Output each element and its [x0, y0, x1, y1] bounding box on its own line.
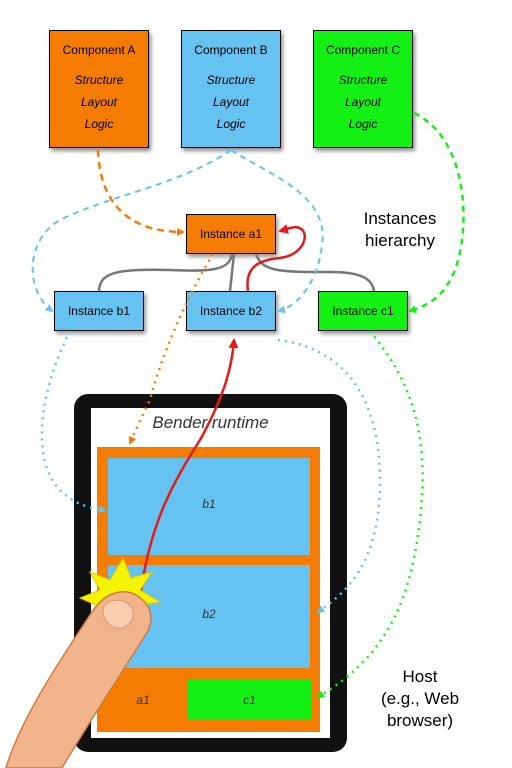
instance-a1: Instance a1 [186, 214, 276, 254]
runtime-b1-label: b1 [202, 497, 216, 511]
component-c-title: Component C [325, 43, 401, 57]
host-label-line1: Host [402, 667, 438, 686]
arrow-c1-to-runtime [316, 330, 424, 699]
component-a-title: Component A [62, 43, 136, 57]
component-c: Component C Structure Layout Logic [313, 30, 413, 148]
arrow-component-b-to-b1 [31, 149, 232, 313]
arrow-b2-to-a1 [246, 224, 306, 292]
host-label-line3: browser) [386, 711, 454, 731]
runtime-c1-region [188, 680, 311, 720]
runtime-a1-label: a1 [136, 693, 150, 707]
component-b: Component B Structure Layout Logic [181, 30, 281, 148]
component-a-layout: Layout [80, 95, 118, 109]
tree-line-a1-b1 [97, 253, 234, 292]
component-c-logic: Logic [348, 117, 378, 131]
runtime-c1-label: c1 [243, 693, 256, 707]
arrow-component-b-to-b2 [230, 149, 324, 314]
instances-hierarchy-label: Instances hierarchy [345, 208, 455, 252]
runtime-b1-region [108, 458, 310, 555]
component-a-structure: Structure [74, 73, 124, 87]
tree-line-a1-c1 [254, 253, 376, 292]
component-b-logic: Logic [216, 117, 246, 131]
component-b-structure: Structure [206, 73, 256, 87]
host-label: Host (e.g., Web browser) [360, 666, 480, 732]
instance-b1: Instance b1 [54, 291, 144, 331]
component-a: Component A Structure Layout Logic [49, 30, 149, 148]
component-b-title: Component B [194, 43, 268, 57]
instance-c1: Instance c1 [318, 291, 408, 331]
component-c-layout: Layout [344, 95, 382, 109]
hierarchy-label-line1: Instances [363, 209, 437, 228]
runtime-b2-label: b2 [202, 607, 216, 621]
component-b-layout: Layout [212, 95, 250, 109]
finger-icon [5, 591, 152, 768]
tree-line-a1-b2 [228, 253, 236, 292]
component-a-logic: Logic [84, 117, 114, 131]
arrow-b1-to-runtime [40, 330, 107, 514]
arrow-b2-to-runtime [277, 338, 382, 614]
component-c-structure: Structure [338, 73, 388, 87]
host-label-line2: (e.g., Web [380, 689, 460, 709]
arrow-touch-to-b2 [138, 338, 239, 599]
arrow-component-a-to-a1 [96, 149, 185, 236]
instance-b2: Instance b2 [186, 291, 276, 331]
arrow-a1-to-runtime [128, 253, 215, 445]
hierarchy-label-line2: hierarchy [365, 231, 435, 251]
arrow-component-c-to-c1 [408, 111, 465, 314]
